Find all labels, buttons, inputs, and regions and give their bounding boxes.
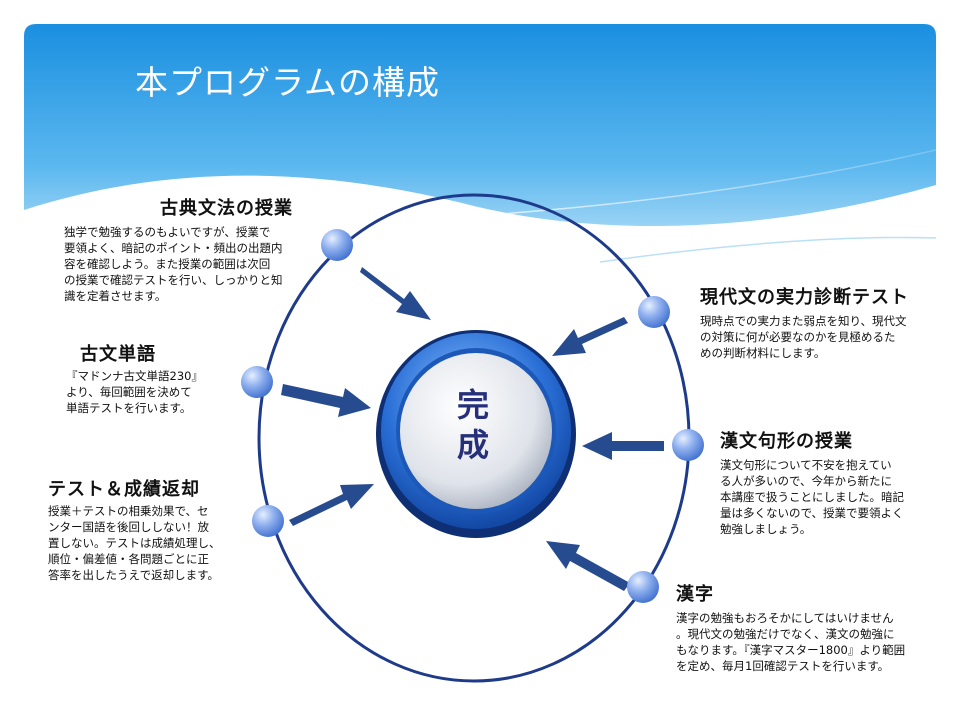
desc-line: めの判断材料にします。: [700, 346, 826, 360]
desc-line: 授業＋テストの相乗効果で、セ: [48, 504, 209, 518]
desc-line: より、毎回範囲を決めて: [66, 385, 192, 399]
section-modern-desc: 現時点での実力また弱点を知り、現代文 の対策に何が必要なのかを見極めるた めの判…: [700, 313, 909, 361]
desc-line: 要領よく、暗記のポイント・頻出の出題内: [64, 241, 283, 255]
section-test-desc: 授業＋テストの相乗効果で、セ ンター国語を後回ししない！放 置しない。テストは成…: [48, 503, 221, 583]
wave-line-3: [599, 236, 937, 263]
center-label-line1: 完: [456, 386, 489, 424]
desc-line: 識を定着させます。: [64, 289, 167, 303]
wave-line-1: [329, 149, 937, 226]
arrow-grammar: [360, 267, 431, 320]
section-test: テスト＆成績返却 授業＋テストの相乗効果で、セ ンター国語を後回ししない！放 置…: [48, 475, 221, 583]
arrow-test: [289, 484, 374, 526]
desc-line: 答率を出したうえで返却します。: [48, 568, 220, 582]
node-kanji: [627, 571, 659, 603]
section-grammar-title: 古典文法の授業: [160, 198, 293, 219]
arrow-modern: [552, 317, 628, 356]
arrow-kanji: [546, 541, 630, 591]
desc-line: 量は多くないので、授業で要領よく: [720, 506, 904, 520]
section-grammar: 古典文法の授業 独学で勉強するのもよいですが、授業で 要領よく、暗記のポイント・…: [64, 194, 293, 304]
section-kanbun: 漢文句形の授業 漢文句形について不安を抱えてい る人が多いので、今年から新たに …: [720, 427, 904, 537]
node-vocab: [241, 366, 273, 398]
section-vocab: 古文単語 『マドンナ古文単語230』 より、毎回範囲を決めて 単語テストを行いま…: [66, 340, 203, 416]
section-kanbun-desc: 漢文句形について不安を抱えてい る人が多いので、今年から新たに 本講座で扱うこと…: [720, 457, 904, 537]
desc-line: 順位・偏差値・各問題ごとに正: [48, 552, 209, 566]
desc-line: 漢文句形について不安を抱えてい: [720, 458, 892, 472]
section-grammar-desc: 独学で勉強するのもよいですが、授業で 要領よく、暗記のポイント・頻出の出題内 容…: [64, 224, 293, 304]
desc-line: ンター国語を後回ししない！放: [48, 520, 209, 534]
center-badge: [376, 330, 576, 538]
node-test: [252, 505, 284, 537]
wave-line-2: [519, 204, 937, 251]
node-modern: [638, 296, 670, 328]
node-grammar: [321, 229, 353, 261]
section-test-title: テスト＆成績返却: [48, 479, 200, 500]
arrow-kanbun: [582, 432, 664, 460]
desc-line: 『マドンナ古文単語230』: [66, 369, 203, 383]
desc-line: る人が多いので、今年から新たに: [720, 474, 893, 488]
section-modern-title: 現代文の実力診断テスト: [700, 287, 909, 308]
desc-line: 勉強しましょう。: [720, 522, 812, 536]
desc-line: 容を確認しよう。また授業の範囲は次回: [64, 257, 271, 271]
orbit-nodes: [241, 229, 704, 603]
slide-title: 本プログラムの構成: [135, 63, 441, 102]
desc-line: もなります。『漢字マスター1800』より範囲: [676, 643, 906, 657]
desc-line: を定め、毎月1回確認テストを行います。: [676, 659, 890, 673]
section-vocab-desc: 『マドンナ古文単語230』 より、毎回範囲を決めて 単語テストを行います。: [66, 368, 203, 416]
section-vocab-title: 古文単語: [80, 344, 156, 365]
desc-line: 現時点での実力また弱点を知り、現代文: [700, 314, 907, 328]
desc-line: の授業で確認テストを行い、しっかりと知: [64, 273, 283, 287]
section-kanji-desc: 漢字の勉強もおろそかにしてはいけません 。現代文の勉強だけでなく、漢文の勉強に …: [676, 610, 905, 674]
section-kanji: 漢字 漢字の勉強もおろそかにしてはいけません 。現代文の勉強だけでなく、漢文の勉…: [676, 580, 905, 674]
section-kanbun-title: 漢文句形の授業: [720, 431, 853, 452]
center-label-line2: 成: [456, 426, 489, 464]
arrow-vocab: [281, 384, 371, 417]
desc-line: 。現代文の勉強だけでなく、漢文の勉強に: [676, 627, 895, 641]
arrows: [281, 267, 664, 591]
desc-line: の対策に何が必要なのかを見極めるた: [700, 330, 896, 344]
section-kanji-title: 漢字: [676, 584, 714, 605]
node-kanbun: [672, 429, 704, 461]
desc-line: 置しない。テストは成績処理し、: [48, 536, 221, 550]
desc-line: 漢字の勉強もおろそかにしてはいけません: [676, 611, 894, 625]
desc-line: 独学で勉強するのもよいですが、授業で: [64, 225, 271, 239]
section-modern: 現代文の実力診断テスト 現時点での実力また弱点を知り、現代文 の対策に何が必要な…: [700, 283, 909, 361]
desc-line: 本講座で扱うことにしました。暗記: [720, 490, 904, 504]
header-wave: [24, 175, 936, 262]
center-label: 完 成: [448, 385, 498, 465]
desc-line: 単語テストを行います。: [66, 401, 192, 415]
